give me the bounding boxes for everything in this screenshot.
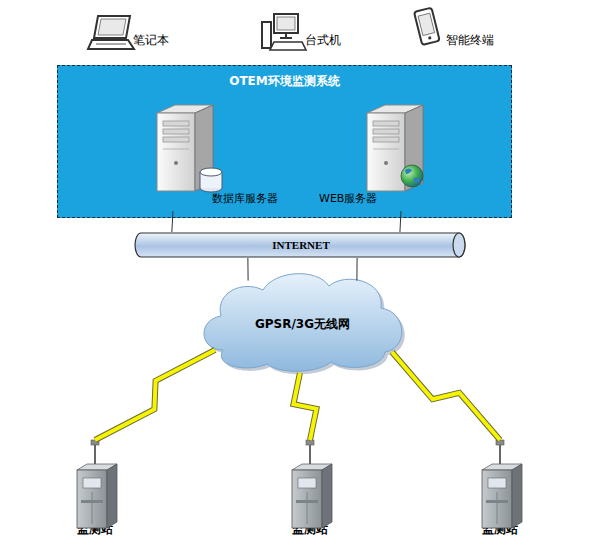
pipe-body	[135, 233, 465, 257]
wireless-link	[95, 350, 215, 440]
link-line	[247, 258, 248, 281]
bus-label: INTERNET	[272, 239, 329, 251]
link-line	[356, 258, 357, 281]
bolt-fill	[95, 350, 215, 440]
network-link	[247, 258, 248, 281]
cloud-label: GPSR/3G无线网	[255, 316, 350, 333]
internet-bus: INTERNET	[135, 232, 467, 258]
system-title: OTEM环境监测系统	[229, 73, 340, 90]
cloud-body	[204, 274, 402, 372]
wireless-link	[293, 373, 316, 440]
device-label: 笔记本	[133, 32, 169, 49]
device-label: 智能终端	[446, 32, 494, 49]
station-label: 监测站	[77, 521, 113, 538]
network-link	[356, 258, 357, 281]
device-label: 台式机	[305, 32, 341, 49]
station-label: 监测站	[292, 521, 328, 538]
database-server: 数据库服务器	[151, 101, 281, 211]
wireless-link	[392, 352, 500, 440]
server-label: 数据库服务器	[212, 191, 278, 206]
bolt-outline	[95, 350, 215, 440]
web-server: WEB服务器	[316, 101, 431, 211]
bolt-fill	[293, 373, 316, 440]
station-label: 监测站	[482, 521, 518, 538]
monitoring-station: 监测站	[465, 440, 535, 540]
bolt-fill	[392, 352, 500, 440]
pipe-end	[453, 233, 465, 257]
bolt-outline	[293, 373, 316, 440]
monitoring-station: 监测站	[60, 440, 130, 540]
bolt-outline	[392, 352, 500, 440]
wireless-network-cloud: GPSR/3G无线网	[195, 268, 410, 373]
monitoring-station: 监测站	[275, 440, 345, 540]
system-boundary: OTEM环境监测系统数据库服务器 WEB服务器	[57, 65, 512, 218]
server-label: WEB服务器	[319, 191, 377, 206]
